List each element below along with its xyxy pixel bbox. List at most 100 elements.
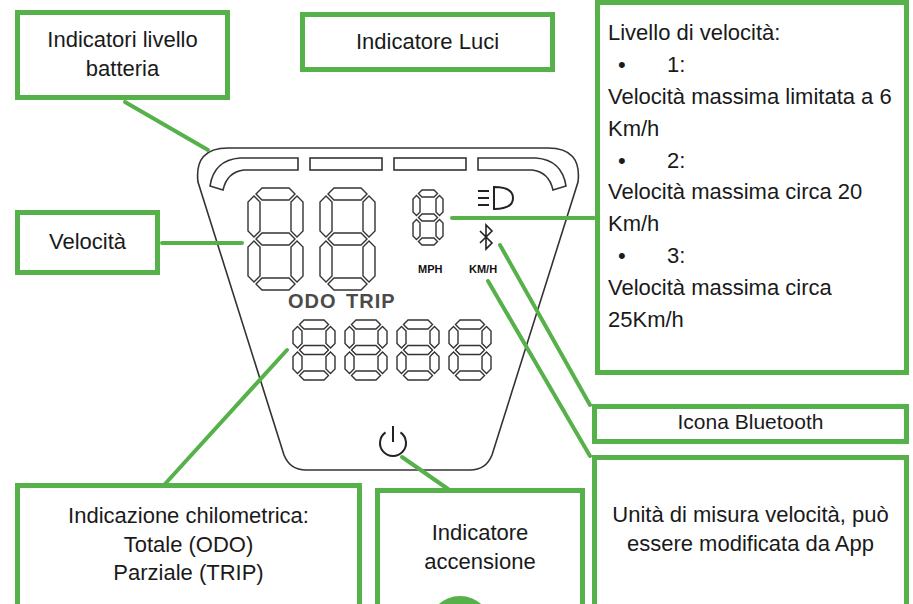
- leader-lines: [125, 102, 594, 489]
- digit-segment: [378, 352, 387, 374]
- callout-detail: Totale (ODO): [124, 531, 254, 560]
- digit-segment: [293, 327, 302, 349]
- digit-segment: [413, 220, 420, 240]
- digit-segment: [352, 346, 381, 355]
- leader-line: [402, 457, 448, 489]
- digit-segment: [300, 371, 329, 380]
- digit-segment: [482, 327, 491, 349]
- digit-segment: [404, 371, 433, 380]
- digit-segment: [456, 371, 485, 380]
- digit-segment: [436, 220, 443, 240]
- callout-box: Velocità: [15, 210, 160, 275]
- callout-detail: Velocità massima circa 25Km/h: [608, 272, 896, 336]
- digit-segment: [256, 188, 295, 200]
- leader-line: [488, 281, 590, 456]
- callout-text: Indicazione chilometrica:: [68, 502, 309, 531]
- callout-text: Icona Bluetooth: [678, 408, 824, 435]
- leader-line: [162, 241, 242, 245]
- lamp-ray: [478, 197, 489, 199]
- digit-segment: [328, 188, 367, 200]
- battery-bar: [310, 158, 382, 170]
- digit-segment: [363, 241, 375, 282]
- display-label: MPH: [418, 264, 442, 275]
- digit-segment: [456, 320, 485, 329]
- digit-segment: [352, 320, 381, 329]
- digit-segment: [328, 233, 367, 245]
- digit-segment: [328, 278, 367, 290]
- display-label: ODO: [288, 291, 337, 311]
- callout-text: Unità di misura velocità, può essere mod…: [605, 501, 896, 558]
- battery-bar: [478, 158, 566, 190]
- digit-segment: [404, 346, 433, 355]
- digit-segment: [482, 352, 491, 374]
- callout-text: Livello di velocità:: [608, 17, 780, 49]
- callout-detail: • 2:: [608, 145, 685, 177]
- digit-segment: [419, 190, 438, 197]
- leader-line: [165, 350, 287, 484]
- digit-segment: [256, 278, 295, 290]
- digit-segment: [378, 327, 387, 349]
- display-label: TRIP: [346, 291, 396, 311]
- digit-segment: [352, 371, 381, 380]
- battery-bar: [394, 158, 466, 170]
- digit-segment: [291, 196, 303, 237]
- display-label: KM/H: [469, 264, 497, 275]
- callout-box: Indicazione chilometrica:Totale (ODO)Par…: [15, 483, 362, 604]
- digit-segment: [256, 233, 295, 245]
- bluetooth-icon: [480, 225, 492, 249]
- digit-segment: [397, 352, 406, 374]
- lamp-ray: [478, 204, 489, 206]
- callout-detail: • 3:: [608, 240, 685, 272]
- battery-bars: [210, 158, 566, 190]
- callout-box: Indicatore Luci: [300, 12, 555, 72]
- digit-segment: [449, 352, 458, 374]
- power-icon: [380, 426, 406, 456]
- digit-segment: [248, 241, 260, 282]
- digit-segment: [430, 327, 439, 349]
- callout-box: Unità di misura velocità, può essere mod…: [592, 455, 909, 604]
- digit-segment: [436, 196, 443, 216]
- callout-text: Indicatore Luci: [356, 28, 499, 57]
- callout-box: Indicatori livello batteria: [15, 10, 230, 100]
- callout-text: Velocità: [49, 228, 126, 257]
- callout-box: Livello di velocità:• 1:Velocità massima…: [595, 0, 909, 375]
- display-outline: [198, 148, 579, 470]
- digit-segment: [419, 214, 438, 221]
- callout-detail: Velocità massima circa 20 Km/h: [608, 176, 896, 240]
- light-icon: [478, 187, 513, 209]
- lamp-ray: [478, 190, 489, 192]
- leader-line: [452, 216, 594, 220]
- callout-box: Indicatore accensione: [375, 488, 585, 604]
- digit-segment: [300, 346, 329, 355]
- callout-detail: Velocità massima limitata a 6 Km/h: [608, 81, 896, 145]
- digit-segment: [345, 327, 354, 349]
- digit-segment: [320, 196, 332, 237]
- digit-segment: [293, 352, 302, 374]
- digit-segment: [291, 241, 303, 282]
- callout-text: Indicatori livello batteria: [28, 26, 217, 83]
- battery-bar: [210, 158, 298, 190]
- power-bar: [392, 426, 394, 442]
- digit-segment: [419, 238, 438, 245]
- callout-box: Icona Bluetooth: [592, 404, 909, 444]
- digit-segment: [404, 320, 433, 329]
- digit-segment: [300, 320, 329, 329]
- digit-segment: [397, 327, 406, 349]
- digit-segment: [363, 196, 375, 237]
- digit-segment: [320, 241, 332, 282]
- digit-segment: [326, 327, 335, 349]
- green-dot: [428, 596, 492, 604]
- lamp-shape: [494, 187, 513, 209]
- callout-detail: Parziale (TRIP): [113, 559, 263, 588]
- digit-segment: [413, 196, 420, 216]
- digit-segment: [326, 352, 335, 374]
- digit-segment: [430, 352, 439, 374]
- digit-segment: [449, 327, 458, 349]
- callout-detail: • 1:: [608, 49, 685, 81]
- callout-text: Indicatore accensione: [388, 519, 572, 576]
- digit-segment: [456, 346, 485, 355]
- digit-segment: [345, 352, 354, 374]
- digit-segment: [248, 196, 260, 237]
- leader-line: [125, 102, 208, 150]
